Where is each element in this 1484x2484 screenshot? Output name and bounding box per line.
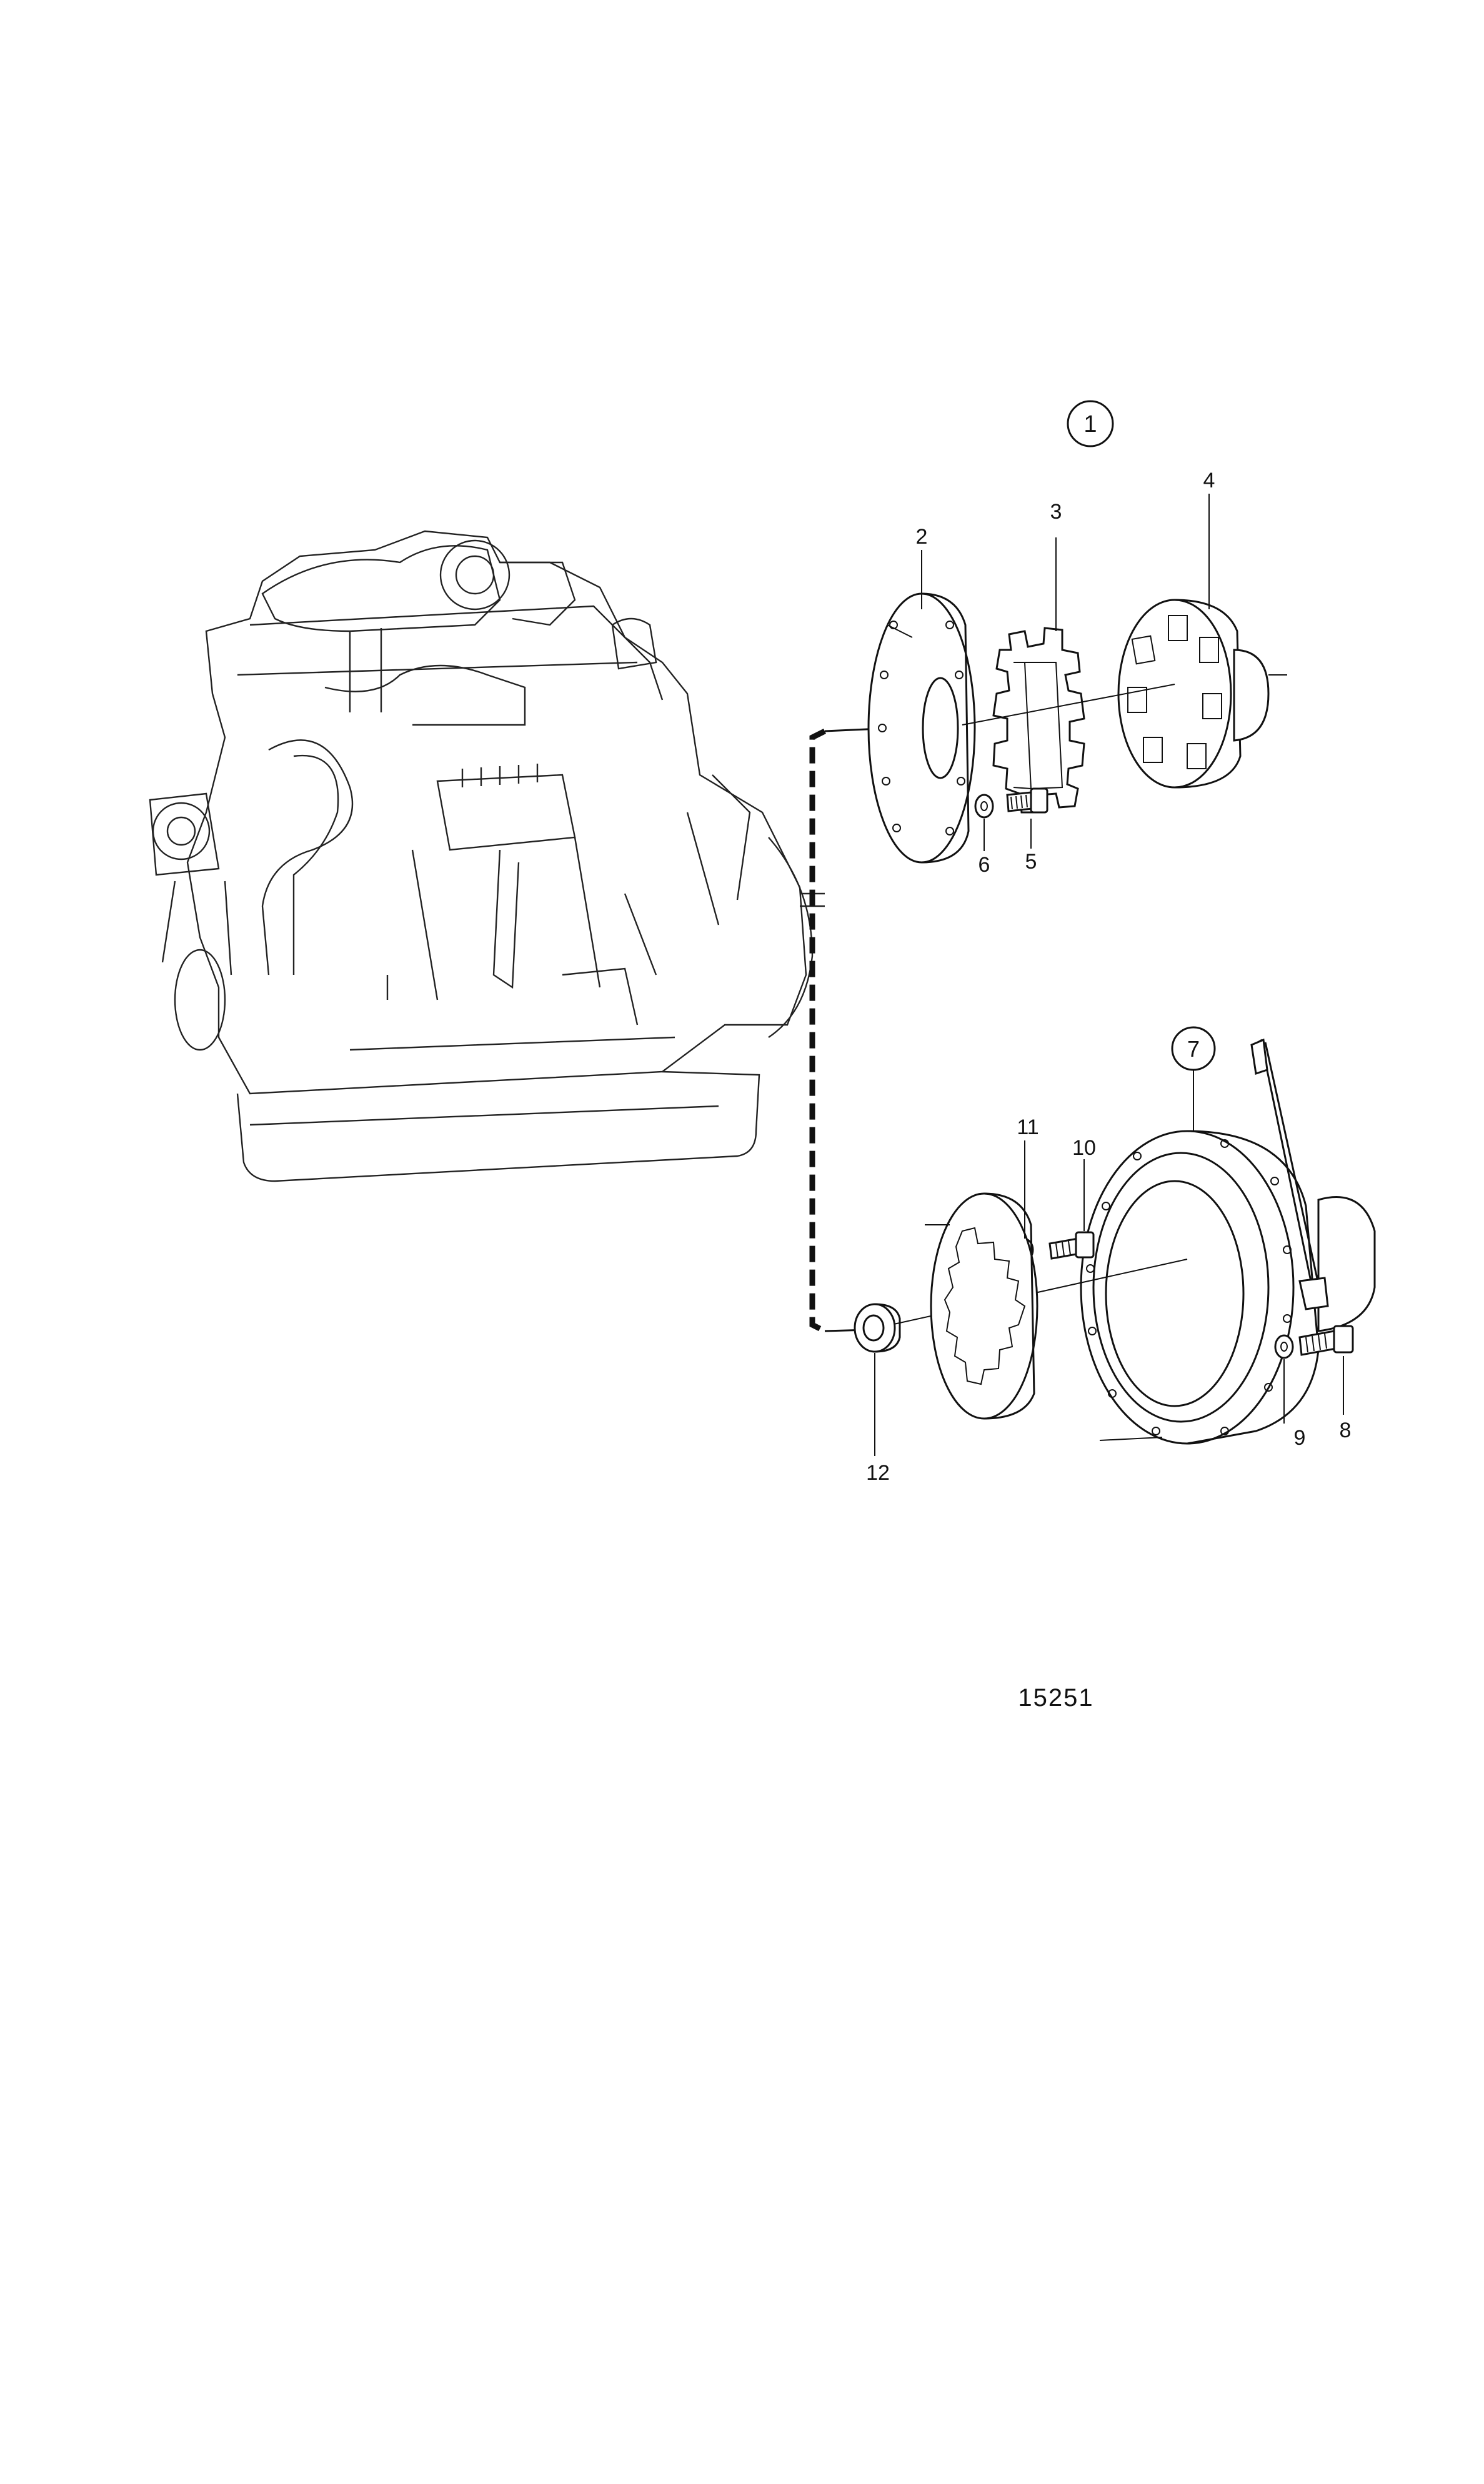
callout-1-circle [1067, 400, 1114, 447]
part-8-bolt [1298, 1325, 1354, 1356]
callout-7-circle [1171, 1026, 1216, 1071]
part-5-bolt [1006, 787, 1048, 814]
callout-label-6: 6 [979, 853, 990, 877]
callout-label-9: 9 [1294, 1426, 1306, 1450]
callout-label-2: 2 [916, 525, 928, 549]
callout-label-5: 5 [1025, 850, 1037, 874]
engine-block [149, 530, 825, 1182]
callout-label-12: 12 [866, 1461, 890, 1485]
part-6-washer [974, 794, 994, 819]
callout-label-4: 4 [1203, 469, 1215, 492]
internal-gear-ring [925, 1192, 1038, 1420]
callout-label-1: 1 [1083, 411, 1097, 437]
part-12-bearing [854, 1303, 901, 1353]
part-9-washer [1274, 1334, 1294, 1359]
part-10-bolt [1048, 1231, 1095, 1260]
part-4-coupling-hub [1117, 599, 1287, 789]
upper-axis-line [962, 684, 1175, 726]
callout-label-3: 3 [1050, 500, 1062, 524]
callout-label-7: 7 [1187, 1036, 1200, 1062]
callout-label-11: 11 [1017, 1115, 1038, 1139]
callout-labels: 1 2 3 4 5 6 7 8 9 10 11 12 [866, 411, 1351, 1485]
part-7-flywheel-housing [1080, 1038, 1376, 1445]
figure-number: 15251 [1018, 1684, 1093, 1712]
leader-lines [874, 494, 1344, 1456]
part-3-flexible-coupling [992, 627, 1085, 814]
part-2-flange-plate [867, 592, 976, 864]
callout-label-10: 10 [1072, 1136, 1096, 1160]
callout-label-8: 8 [1340, 1419, 1352, 1442]
